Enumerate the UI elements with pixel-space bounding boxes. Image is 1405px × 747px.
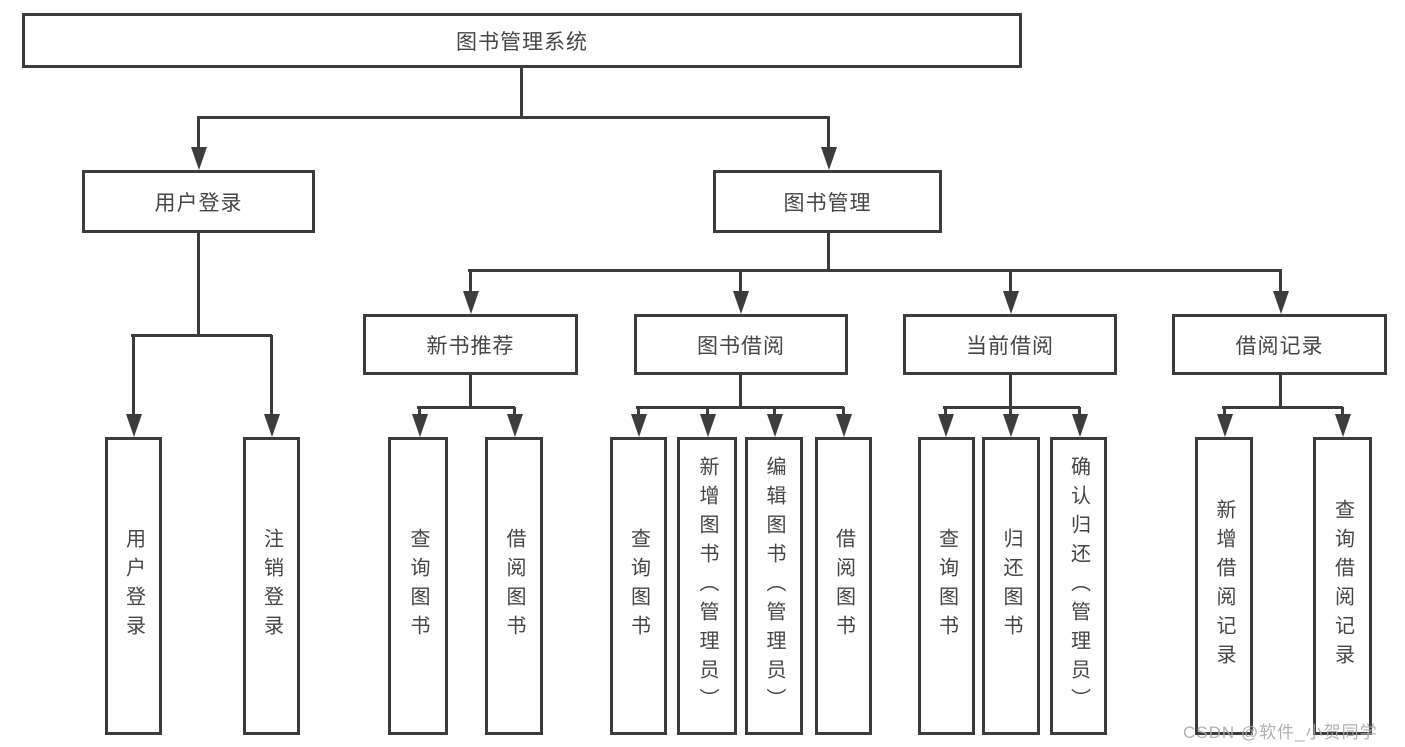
leaf-add-book-admin: 新增图书（管理员） (677, 437, 737, 735)
arrow-current-query (944, 407, 947, 414)
arrow-to-borrow-records (1279, 270, 1282, 291)
arrow-records-query (1341, 407, 1344, 414)
leaf-borrow-books: 借阅图书 (815, 437, 872, 735)
arrow-borrow-edit (773, 407, 776, 414)
connector-root-stem (520, 68, 523, 117)
arrow-to-leaf-user-login (132, 335, 135, 414)
node-library-management-system: 图书管理系统 (22, 13, 1022, 68)
arrow-borrow-borrow (842, 407, 845, 414)
connector-records-stem (1279, 375, 1282, 407)
leaf-confirm-return-admin: 确认归还（管理员） (1050, 437, 1107, 735)
arrow-to-leaf-logout (270, 335, 273, 414)
arrow-current-confirm (1078, 407, 1081, 414)
arrow-recommend-borrow (513, 407, 516, 414)
connector-recommend-stem (469, 375, 472, 407)
leaf-current-query-books: 查询图书 (918, 437, 975, 735)
arrow-borrow-add (706, 407, 709, 414)
connector-book-mgmt-rail (468, 269, 1282, 272)
leaf-borrow-query-books: 查询图书 (610, 437, 667, 735)
arrow-to-book-management (827, 117, 830, 147)
arrow-to-current-borrow (1009, 270, 1012, 291)
leaf-user-login: 用户登录 (105, 437, 162, 735)
node-current-borrow: 当前借阅 (903, 314, 1117, 375)
leaf-query-borrow-record: 查询借阅记录 (1313, 437, 1372, 735)
leaf-edit-book-admin: 编辑图书（管理员） (745, 437, 803, 735)
leaf-add-borrow-record: 新增借阅记录 (1195, 437, 1253, 735)
node-book-management: 图书管理 (713, 170, 942, 233)
connector-borrow-rail (636, 406, 844, 409)
leaf-return-book: 归还图书 (982, 437, 1040, 735)
connector-borrow-stem (739, 375, 742, 407)
arrow-records-add (1223, 407, 1226, 414)
connector-book-mgmt-stem (827, 233, 830, 270)
connector-recommend-rail (417, 406, 515, 409)
csdn-watermark: CSDN @软件_小贺同学 (1183, 723, 1378, 742)
arrow-borrow-query (637, 407, 640, 414)
leaf-logout: 注销登录 (243, 437, 300, 735)
connector-current-stem (1009, 375, 1012, 407)
connector-user-login-stem (197, 233, 200, 335)
arrow-to-user-login (197, 117, 200, 147)
arrow-to-new-book-recommend (469, 270, 472, 291)
arrow-recommend-query (418, 407, 421, 414)
leaf-recommend-query-books: 查询图书 (388, 437, 448, 735)
leaf-recommend-borrow-books: 借阅图书 (485, 437, 543, 735)
node-book-borrow: 图书借阅 (634, 314, 848, 375)
node-user-login: 用户登录 (82, 170, 315, 233)
node-borrow-records: 借阅记录 (1172, 314, 1387, 375)
node-new-book-recommend: 新书推荐 (363, 314, 578, 375)
connector-records-rail (1222, 406, 1343, 409)
connector-root-rail (197, 116, 830, 119)
arrow-current-return (1009, 407, 1012, 414)
connector-user-login-rail (131, 334, 272, 337)
arrow-to-book-borrow (739, 270, 742, 291)
